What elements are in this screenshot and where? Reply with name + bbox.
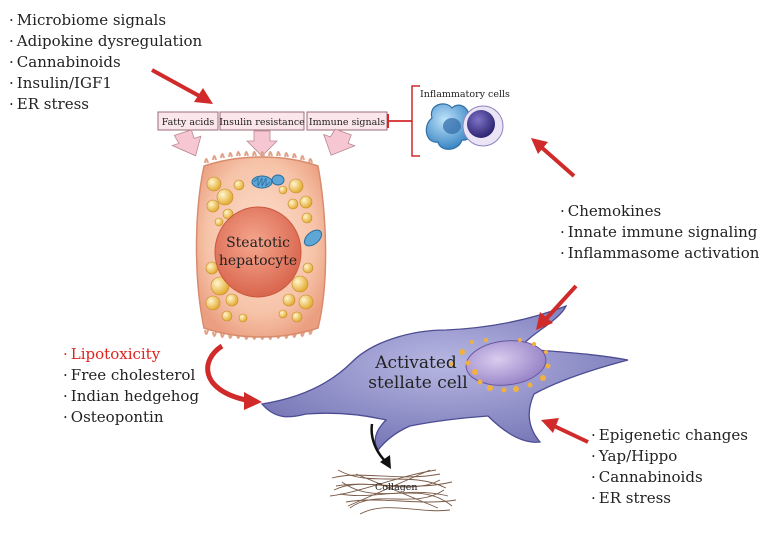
- insulin-resistance-label: Insulin resistance: [219, 117, 305, 128]
- hepatocyte-microvilli: [204, 151, 313, 340]
- list-item: ·Free cholesterol: [63, 366, 196, 384]
- stellate-label-line1: Activated: [374, 353, 457, 373]
- list-item: ·Epigenetic changes: [591, 426, 748, 444]
- steatotic-hepatocyte: Steatotic hepatocyte: [195, 151, 327, 340]
- list-item: ·Insulin/IGF1: [9, 74, 112, 92]
- immune-signals-label: Immune signals: [309, 117, 385, 128]
- red-arrow-icon: [536, 284, 578, 330]
- stellate-intrinsic-list: ·Epigenetic changes ·Yap/Hippo ·Cannabin…: [591, 425, 748, 509]
- activated-stellate-cell: Activated stellate cell: [260, 304, 629, 452]
- list-item: ·Osteopontin: [63, 408, 164, 426]
- list-item: ·Chemokines: [560, 202, 662, 220]
- hepatocyte-signals-list: ·Lipotoxicity ·Free cholesterol ·Indian …: [63, 344, 199, 428]
- list-item: ·Cannabinoids: [591, 468, 703, 486]
- list-item: ·Inflammasome activation: [560, 244, 760, 262]
- list-item: ·ER stress: [591, 489, 671, 507]
- inflammatory-cells-label: Inflammatory cells: [420, 89, 510, 100]
- list-item: ·Innate immune signaling: [560, 223, 758, 241]
- inflammatory-cells: [425, 103, 504, 150]
- fatty-acids-label: Fatty acids: [162, 117, 215, 128]
- input-boxes: Fatty acids Insulin resistance Immune si…: [157, 111, 388, 131]
- hepatocyte-label-line2: hepatocyte: [219, 253, 297, 269]
- list-item: ·Adipokine dysregulation: [9, 32, 203, 50]
- red-arrow-icon: [531, 138, 576, 178]
- list-item-highlighted: ·Lipotoxicity: [63, 345, 161, 363]
- hepatocyte-label-line1: Steatotic: [226, 235, 290, 251]
- list-item: ·Yap/Hippo: [591, 447, 678, 465]
- collagen-fibers: [329, 469, 457, 515]
- collagen-label: Collagen: [375, 482, 418, 493]
- mitochondria: [251, 174, 323, 247]
- stellate-label-line2: stellate cell: [368, 373, 467, 393]
- list-item: ·ER stress: [9, 95, 89, 113]
- red-arrow-icon: [541, 418, 589, 444]
- black-arrow-icon: [370, 423, 391, 469]
- red-arrow-icon: [151, 68, 213, 104]
- list-item: ·Indian hedgehog: [63, 387, 200, 405]
- list-item: ·Cannabinoids: [9, 53, 121, 71]
- lipid-droplets: [205, 176, 314, 323]
- pink-arrow-icon: [171, 128, 356, 157]
- retinoid-droplets: [450, 338, 551, 393]
- curved-red-arrow-icon: [205, 343, 262, 410]
- immune-signals-list: ·Chemokines ·Innate immune signaling ·In…: [560, 201, 759, 264]
- upstream-signals-list: ·Microbiome signals ·Adipokine dysregula…: [9, 10, 202, 115]
- inhibition-bar-icon: [387, 85, 420, 157]
- list-item: ·Microbiome signals: [9, 11, 167, 29]
